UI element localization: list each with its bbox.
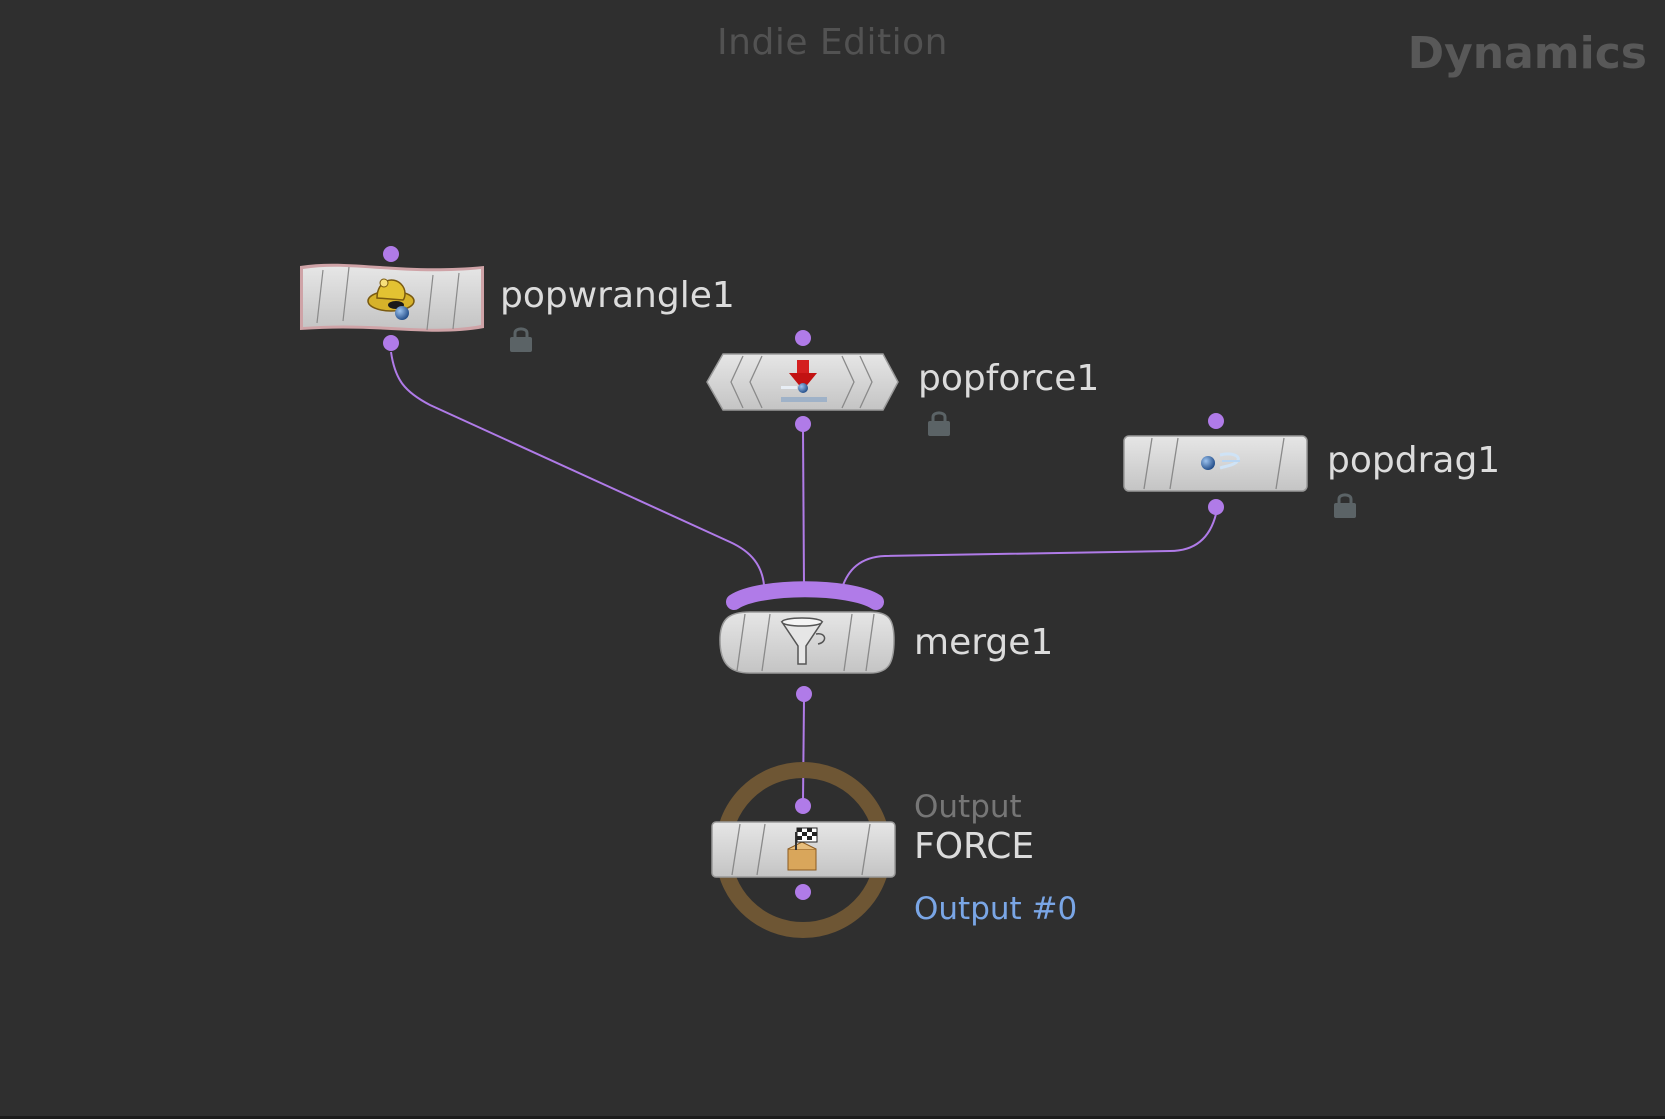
node-popdrag1[interactable] xyxy=(1123,413,1356,518)
node-force-output[interactable] xyxy=(711,762,896,938)
node-popwrangle1[interactable] xyxy=(300,246,532,352)
funnel-icon xyxy=(780,617,826,665)
popwrangle1-label[interactable]: popwrangle1 xyxy=(500,275,735,316)
checkered-flag-box-icon xyxy=(787,827,818,871)
lock-icon[interactable] xyxy=(1334,493,1356,518)
popforce1-label[interactable]: popforce1 xyxy=(918,358,1100,399)
edition-watermark: Indie Edition xyxy=(717,22,948,63)
drag-particle-icon xyxy=(1201,452,1240,470)
wire-popdrag-merge[interactable] xyxy=(841,513,1217,589)
output-index-label: Output #0 xyxy=(914,891,1078,927)
popdrag1-label[interactable]: popdrag1 xyxy=(1327,440,1501,481)
output-type-label: Output xyxy=(914,789,1022,825)
lock-icon[interactable] xyxy=(510,327,532,352)
input-connector[interactable] xyxy=(795,798,811,814)
wire-merge-output[interactable] xyxy=(802,699,805,801)
input-connector[interactable] xyxy=(1208,413,1224,429)
output-connector[interactable] xyxy=(795,416,811,432)
merge-input-bar[interactable] xyxy=(726,581,884,610)
output-connector[interactable] xyxy=(1208,499,1224,515)
output-connector[interactable] xyxy=(796,686,812,702)
output-connector[interactable] xyxy=(383,335,399,351)
output-connector[interactable] xyxy=(795,884,811,900)
lock-icon[interactable] xyxy=(928,411,950,436)
input-connector[interactable] xyxy=(383,246,399,262)
pane-bottom-border xyxy=(0,1116,1665,1119)
input-connector[interactable] xyxy=(795,330,811,346)
node-merge1[interactable] xyxy=(719,581,895,702)
node-popforce1[interactable] xyxy=(706,330,950,436)
wrangle-hat-icon xyxy=(367,278,415,320)
force-label[interactable]: FORCE xyxy=(914,826,1035,867)
wire-popwrangle-merge[interactable] xyxy=(390,351,765,586)
merge1-label[interactable]: merge1 xyxy=(914,622,1054,663)
context-label: Dynamics xyxy=(1407,28,1647,79)
wire-popforce-merge[interactable] xyxy=(802,430,805,586)
force-arrow-icon xyxy=(781,360,827,402)
